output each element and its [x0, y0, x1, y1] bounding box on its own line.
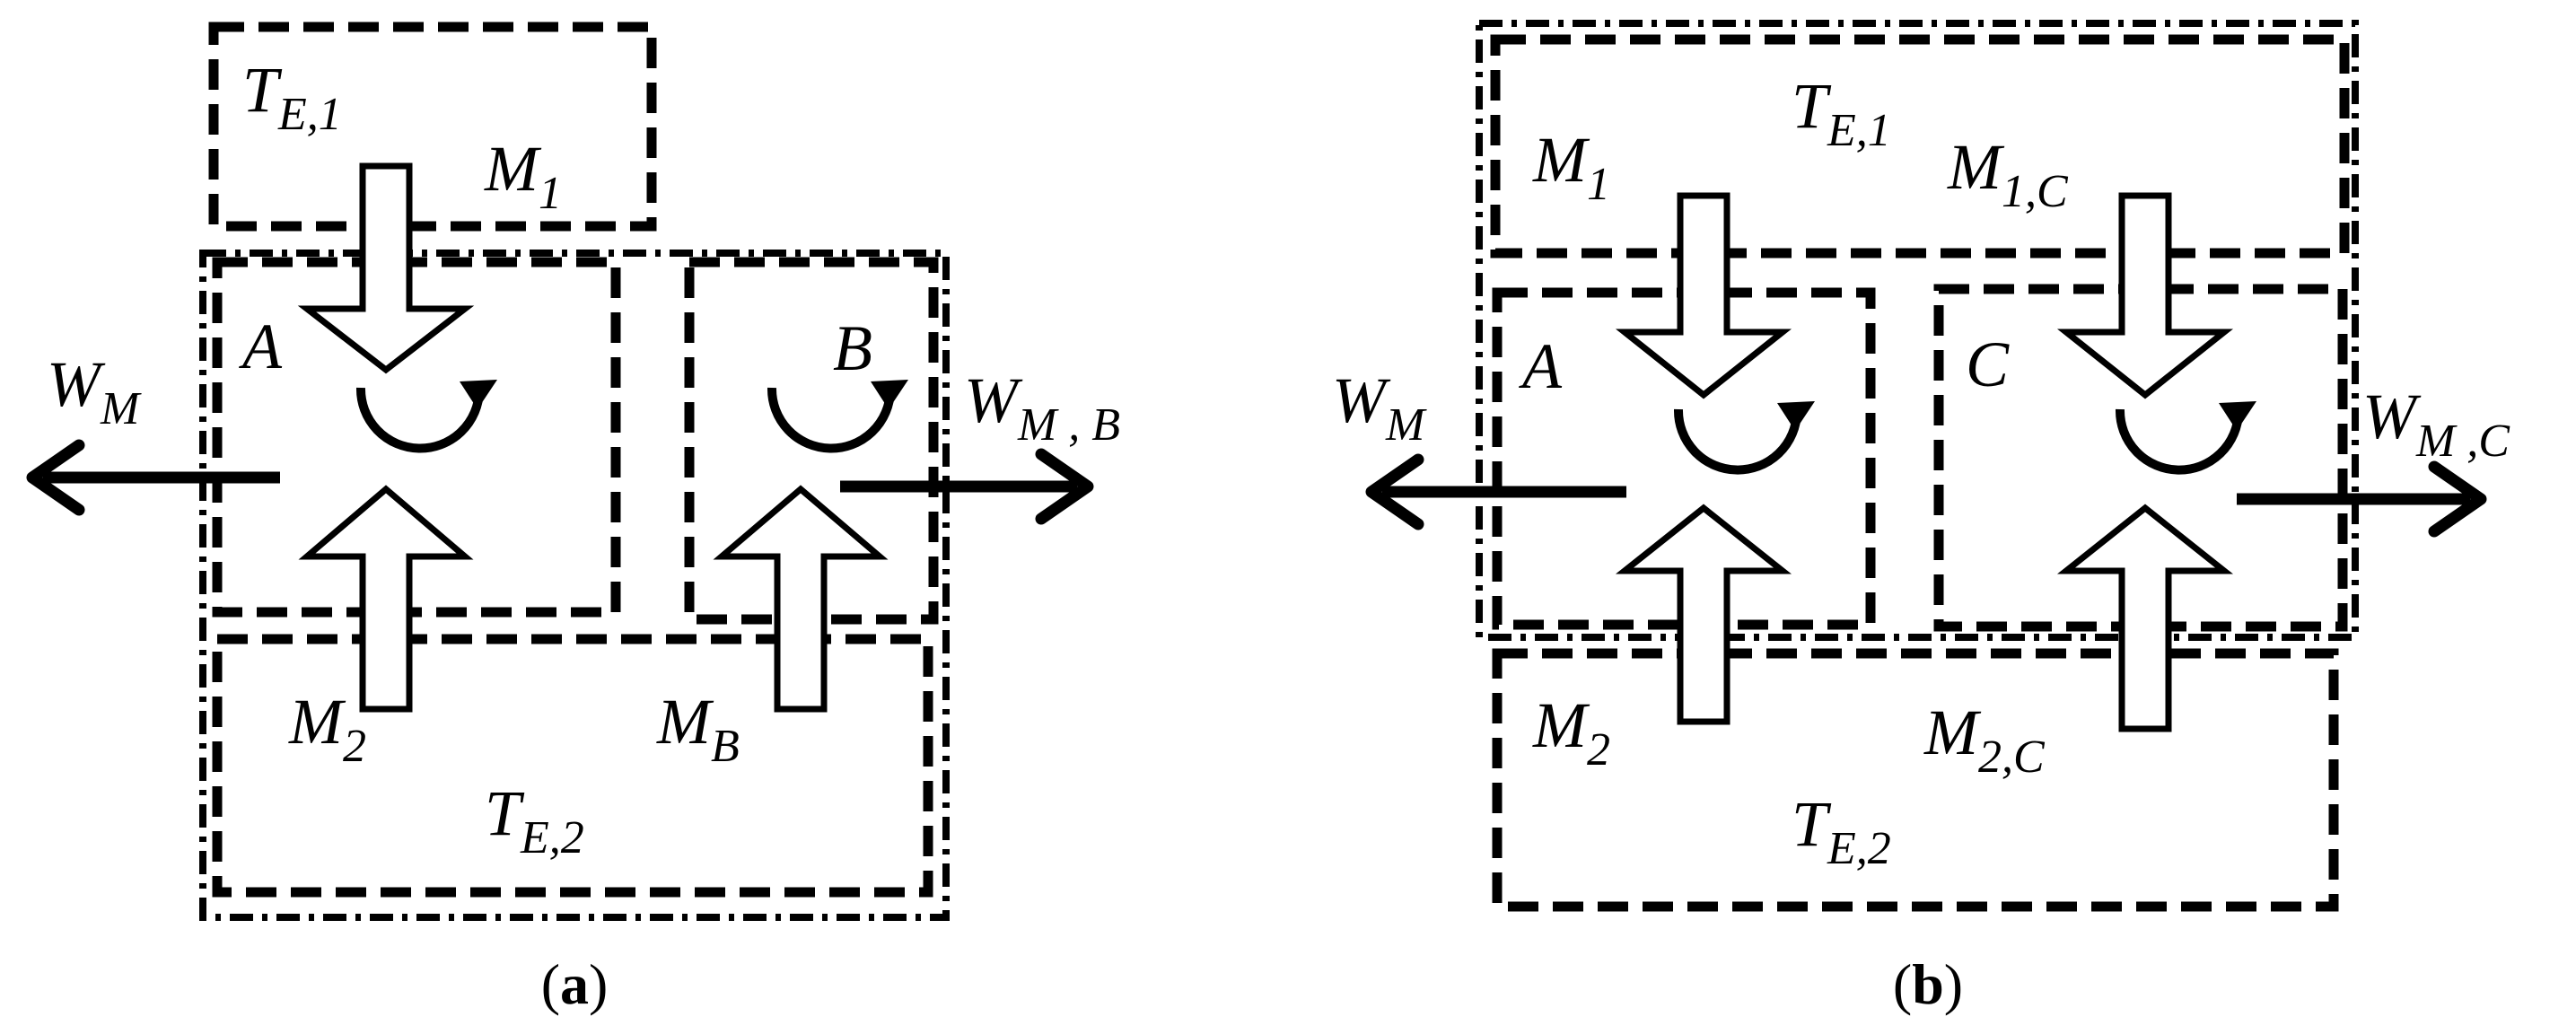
panel-b-m2c-label: M2,C — [1923, 697, 2046, 783]
panel-b-m1c-label: M1,C — [1947, 131, 2069, 217]
panel-b-engine-c-rotation-icon — [2115, 408, 2243, 475]
panel-b-caption: (b) — [1893, 952, 1963, 1016]
panel-b-work-left-arrowhead-icon — [1365, 453, 1424, 530]
panel-b-engine-c-label: C — [1966, 329, 2010, 400]
panel-a-engine-a-box — [212, 257, 621, 618]
panel-a-cold-reservoir-label: TE,2 — [485, 777, 584, 863]
panel-a-mb-flow-arrow — [713, 485, 889, 713]
panel-b-engine-a-rotation-icon — [1673, 408, 1801, 475]
panel-b-m1-label: M1 — [1532, 124, 1610, 210]
panel-b-work-right-label: WM ,C — [2362, 381, 2510, 467]
panel-a-m2-label: M2 — [288, 686, 366, 772]
panel-a-hot-reservoir-box — [208, 22, 657, 232]
panel-b-m2-flow-arrow — [1615, 504, 1792, 725]
panel-b-outer-boundary — [1476, 20, 2359, 641]
panel-a-work-left-arrowhead-icon — [26, 439, 85, 516]
panel-b-cold-reservoir-label: TE,2 — [1792, 788, 1891, 874]
panel-a-work-left-label: WM — [47, 348, 142, 434]
panel-b-m2-label: M2 — [1532, 689, 1610, 776]
panel-a-cold-reservoir-box — [212, 634, 933, 898]
panel-b: TE,1 M1 M1,C A C WM WM ,C M2 M2,C TE,2 (… — [1332, 20, 2510, 1016]
panel-b-engine-c-rotation-arrowhead-icon — [2219, 401, 2256, 431]
panel-a-caption: (a) — [541, 952, 609, 1016]
panel-b-engine-a-label: A — [1519, 330, 1563, 402]
panel-a-engine-b-rotation-arrowhead-icon — [871, 380, 908, 409]
panel-b-cold-reservoir-box — [1492, 648, 2339, 912]
panel-a-m1-flow-arrow — [297, 162, 475, 374]
panel-b-m1c-flow-arrow — [2056, 192, 2234, 399]
panel-b-work-left-label: WM — [1332, 364, 1427, 451]
panel-a-hot-reservoir-label: TE,1 — [242, 54, 342, 140]
panel-b-work-right-arrowhead-icon — [2428, 460, 2487, 538]
panel-a-work-right-label: WM , B — [964, 364, 1120, 451]
panel-b-hot-reservoir-label: TE,1 — [1792, 70, 1891, 156]
panel-a-engine-b-rotation-icon — [767, 387, 895, 453]
panel-a: TE,1 M1 A B WM WM , B M2 MB TE,2 (a) — [26, 22, 1120, 1016]
panel-a-engine-a-label: A — [239, 311, 283, 382]
panel-b-m1-flow-arrow — [1615, 192, 1792, 399]
panel-a-engine-a-rotation-icon — [355, 387, 484, 453]
panel-a-m1-label: M1 — [484, 133, 562, 219]
panel-a-m2-flow-arrow — [298, 485, 474, 713]
panel-b-engine-a-rotation-arrowhead-icon — [1777, 401, 1815, 431]
panel-b-hot-reservoir-box — [1490, 34, 2350, 258]
panel-a-work-right-arrowhead-icon — [1035, 448, 1094, 525]
panel-a-outer-boundary — [199, 250, 950, 921]
panel-a-engine-a-rotation-arrowhead-icon — [460, 380, 497, 409]
panel-a-engine-b-label: B — [833, 312, 872, 384]
panel-a-mb-label: MB — [656, 686, 740, 772]
panel-b-m2c-flow-arrow — [2056, 504, 2234, 732]
